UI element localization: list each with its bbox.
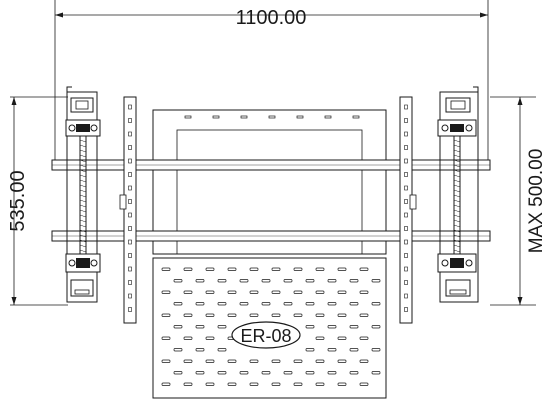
model-label: ER-08 bbox=[231, 321, 301, 349]
height-dimension: 535.00 bbox=[7, 96, 68, 306]
right-upright-bar bbox=[399, 96, 417, 324]
horizontal-rails bbox=[51, 159, 491, 242]
height-dimension-label: 535.00 bbox=[7, 170, 29, 231]
left-bracket-assembly bbox=[65, 86, 101, 303]
perforated-backplate bbox=[152, 257, 387, 399]
left-upright-bar bbox=[119, 96, 137, 324]
width-dimension: 1100.00 bbox=[54, 0, 489, 165]
right-bracket-assembly bbox=[437, 86, 479, 303]
width-dimension-label: 1100.00 bbox=[236, 7, 307, 29]
display-outline bbox=[152, 109, 387, 255]
max-spacing-dimension-label: MAX 500.00 bbox=[526, 149, 544, 254]
max-spacing-dimension: MAX 500.00 bbox=[490, 96, 544, 306]
model-code: ER-08 bbox=[240, 326, 291, 346]
backplate-perforations bbox=[161, 267, 381, 386]
display-vent-slots bbox=[184, 115, 360, 119]
